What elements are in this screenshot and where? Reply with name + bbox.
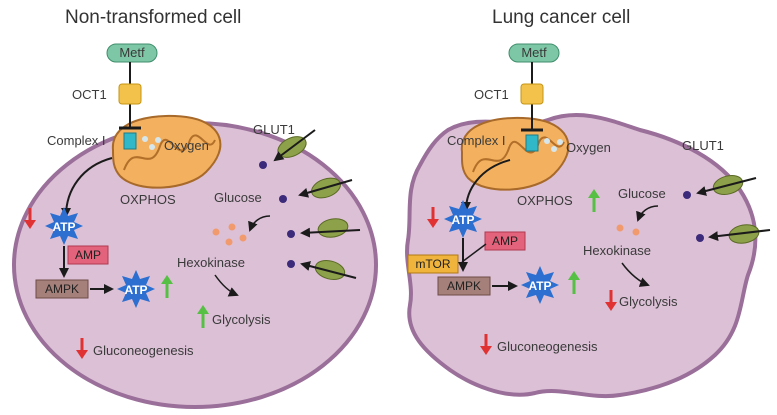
hexokinase-dot [616,224,624,232]
atp-label: ATP [52,220,75,234]
hexokinase-dot [632,228,640,236]
mitochondrion [111,115,222,189]
oct1-transporter [118,83,142,105]
oct1-transporter [520,83,544,105]
oxygen-label: Oxygen [566,140,611,155]
atp-label: ATP [528,279,551,293]
glut1-transporter [696,174,757,196]
green-up-arrow-icon [161,275,173,298]
glut1-transporter [298,177,353,199]
gluconeogenesis-label: Gluconeogenesis [93,343,194,358]
oxphos-label: OXPHOS [120,192,176,207]
red-down-arrow-icon [427,207,439,228]
glucose-label: Glucose [214,190,262,205]
atp-star-icon [117,270,155,308]
amp-box [67,245,109,265]
oct1-label: OCT1 [72,87,107,102]
glut1-transporter [708,224,771,244]
red-down-arrow-icon [76,338,88,359]
glut1-transporter [273,129,316,162]
complex-i-label: Complex I [47,133,106,148]
glucose-dot [279,195,287,203]
red-down-arrow-icon [480,334,492,355]
glycolysis-label: Glycolysis [619,294,678,309]
right-panel-title: Lung cancer cell [492,7,630,28]
glycolysis-label: Glycolysis [212,312,271,327]
oxphos-label: OXPHOS [517,193,573,208]
amp-label: AMP [492,234,518,248]
glut1-transporter [300,259,357,281]
glucose-dot [683,191,691,199]
ampk-label: AMPK [447,279,481,293]
gluconeogenesis-label: Gluconeogenesis [497,339,598,354]
amp-to-mtor-line [461,243,487,263]
hexokinase-to-glycolysis-arrow [214,274,239,297]
glucose-dot [696,234,704,242]
hexokinase-label: Hexokinase [177,255,245,270]
atp-star-icon [444,200,482,238]
metformin-capsule [106,43,158,63]
glut1-label: GLUT1 [253,122,295,137]
ampk-label: AMPK [45,282,79,296]
mtor-label: mTOR [415,257,450,271]
left-panel: Non-transformed cell Metf OCT1 Complex I… [12,7,378,409]
oxphos-to-atp-arrow [461,159,511,212]
hexokinase-dot [228,223,236,231]
green-up-arrow-icon [588,189,600,212]
metformin-label: Metf [119,45,145,60]
right-panel: Lung cancer cell Metf OCT1 Complex I Oxy… [405,7,771,399]
glut1-transporter [300,218,361,238]
glucose-to-hexokinase-arrow [636,205,659,222]
oxygen-label: Oxygen [164,138,209,153]
glucose-label: Glucose [618,186,666,201]
hexokinase-dot [212,228,220,236]
oct1-label: OCT1 [474,87,509,102]
glut1-label: GLUT1 [682,138,724,153]
mitochondrion [460,117,570,191]
atp-label: ATP [451,213,474,227]
complex-i-label: Complex I [447,133,506,148]
metformin-label: Metf [521,45,547,60]
atp-label: ATP [124,283,147,297]
green-up-arrow-icon [197,305,209,328]
atp-star-icon [521,266,559,304]
green-up-arrow-icon [568,271,580,294]
ampk-box [437,276,491,296]
amp-label: AMP [75,248,101,262]
oxphos-to-atp-arrow [61,157,113,218]
hexokinase-to-glycolysis-arrow [621,262,650,287]
amp-box [484,231,526,251]
glucose-dot [259,161,267,169]
atp-star-icon [45,207,83,245]
complex-i-block [525,134,539,152]
left-panel-title: Non-transformed cell [65,7,241,28]
ampk-box [35,279,89,299]
hexokinase-dot [225,238,233,246]
metformin-capsule [508,43,560,63]
glucose-dot [287,260,295,268]
red-down-arrow-icon [605,290,617,311]
complex-i-block [123,132,137,150]
red-down-arrow-icon [24,208,36,229]
hexokinase-dot [239,234,247,242]
glucose-dot [287,230,295,238]
hexokinase-label: Hexokinase [583,243,651,258]
glucose-to-hexokinase-arrow [248,215,271,232]
